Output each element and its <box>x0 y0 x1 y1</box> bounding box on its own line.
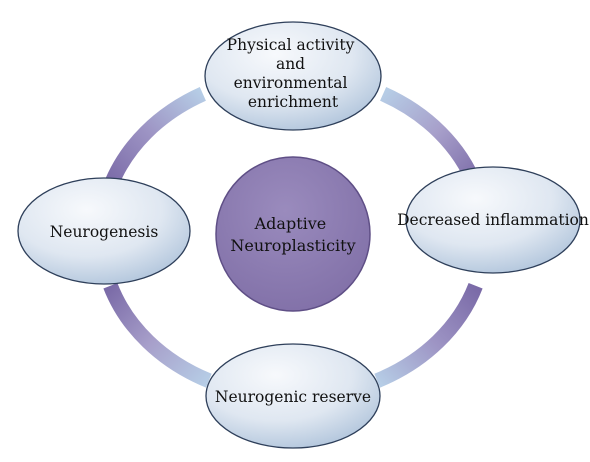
node-physical-activity: Physical activity and environmental enri… <box>204 21 382 131</box>
node-left-line-1: Neurogenesis <box>50 223 159 241</box>
node-top-line-1: Physical activity <box>227 36 355 54</box>
ring-segment-bottom-left <box>103 282 212 388</box>
ring-segment-left-top <box>103 86 206 190</box>
node-label-right: Decreased inflammation <box>397 211 589 229</box>
center-label-line-1: Adaptive <box>254 214 327 233</box>
ring-segment-right-bottom <box>374 282 483 388</box>
node-right-line-1: Decreased inflammation <box>397 211 589 229</box>
node-top-line-4: enrichment <box>248 93 339 111</box>
node-neurogenic-reserve: Neurogenic reserve <box>205 343 381 449</box>
center-label-line-2: Neuroplasticity <box>230 236 355 255</box>
node-top-line-2: and <box>276 55 305 73</box>
node-ellipse-right <box>405 166 581 274</box>
node-top-line-3: environmental <box>234 74 348 92</box>
node-decreased-inflammation: Decreased inflammation <box>397 166 589 274</box>
node-bottom-line-1: Neurogenic reserve <box>215 388 371 406</box>
center-node: Adaptive Neuroplasticity <box>215 156 371 312</box>
node-neurogenesis: Neurogenesis <box>17 177 191 285</box>
node-label-bottom: Neurogenic reserve <box>215 388 371 406</box>
node-label-top: Physical activity and environmental enri… <box>227 36 360 111</box>
node-ellipse-top <box>204 21 382 131</box>
node-label-left: Neurogenesis <box>50 223 159 241</box>
center-circle <box>215 156 371 312</box>
node-ellipse-left <box>17 177 191 285</box>
center-label: Adaptive Neuroplasticity <box>230 214 355 255</box>
node-ellipse-bottom <box>205 343 381 449</box>
